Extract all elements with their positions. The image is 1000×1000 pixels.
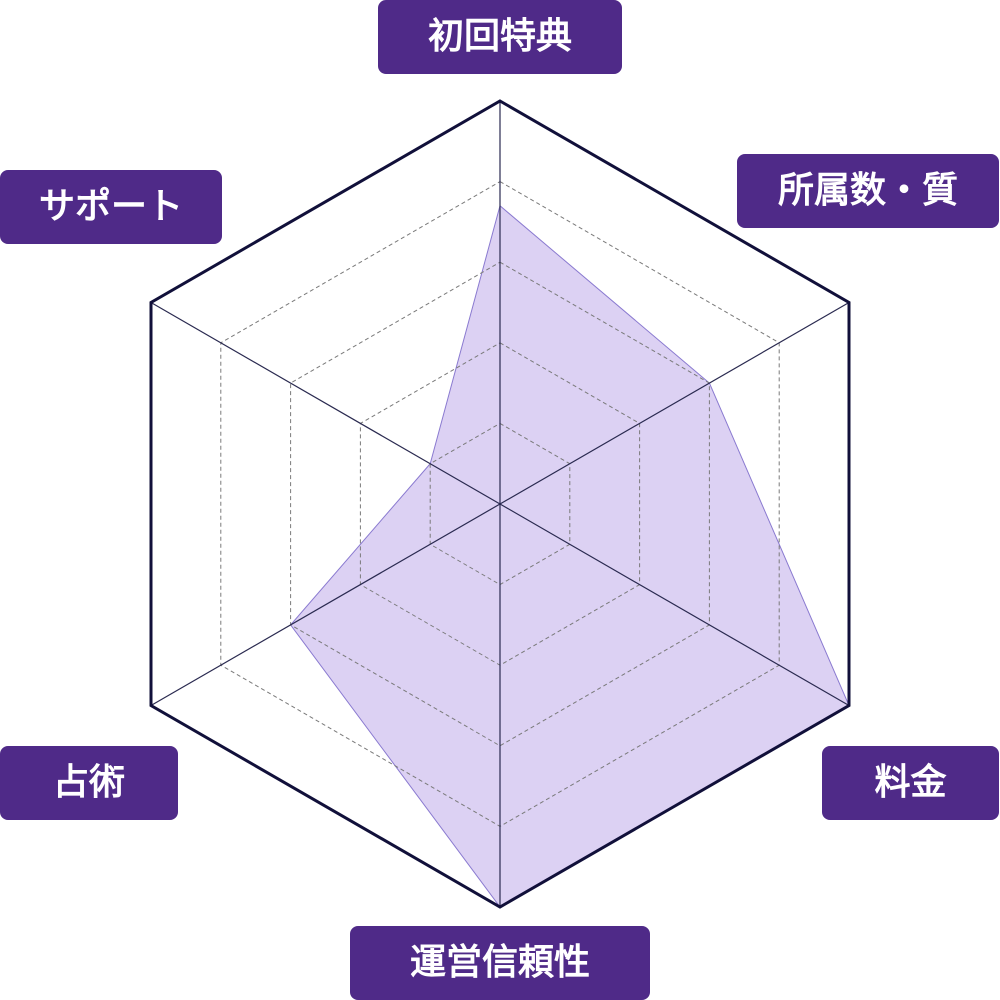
axis-spoke — [150, 301, 501, 505]
axis-label-price: 料金 — [822, 746, 999, 820]
data-area — [289, 204, 850, 908]
axis-label-reliability: 運営信頼性 — [350, 926, 650, 1000]
axis-label-members: 所属数・質 — [737, 154, 999, 228]
axis-spoke — [150, 503, 501, 707]
axis-spoke — [499, 503, 850, 707]
axis-label-bonus: 初回特典 — [378, 0, 622, 74]
axis-label-support: サポート — [0, 170, 222, 244]
outer-frame — [149, 99, 851, 909]
axis-label-divination: 占術 — [0, 746, 178, 820]
axis-spoke — [499, 301, 850, 505]
